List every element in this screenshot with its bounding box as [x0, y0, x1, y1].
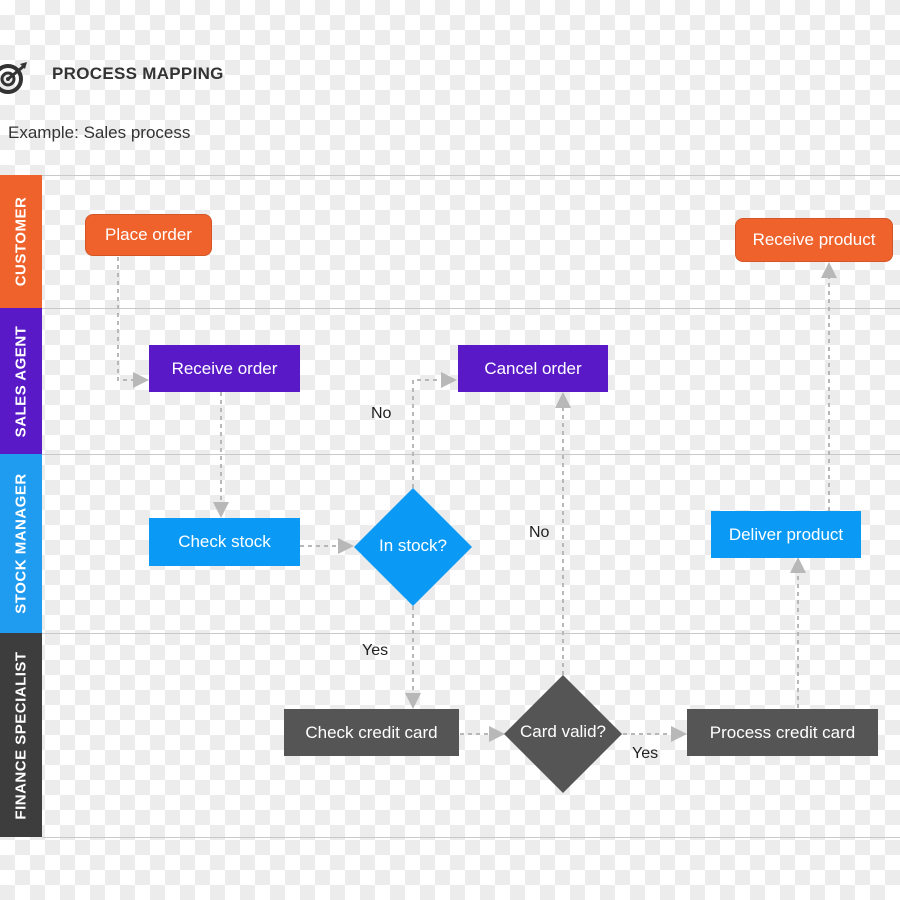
receive-product-node[interactable]: Receive product [735, 218, 893, 262]
connector-in-stock-no-to-cancel [412, 372, 457, 488]
lane-divider [42, 633, 900, 634]
lane-divider [42, 308, 900, 309]
cancel-order-node[interactable]: Cancel order [458, 345, 608, 392]
edge-label-no-stock: No [371, 405, 392, 422]
receive-order-node[interactable]: Receive order [149, 345, 300, 392]
target-icon [0, 62, 27, 94]
lane-divider [42, 837, 900, 838]
in-stock-diamond [354, 488, 472, 606]
edge-label-yes-card: Yes [632, 745, 659, 762]
lane-label-stock-manager: STOCK MANAGER [0, 454, 42, 633]
process-credit-card-node[interactable]: Process credit card [687, 709, 878, 756]
lane-label-finance-specialist: FINANCE SPECIALIST [0, 633, 42, 837]
card-valid-diamond [504, 675, 622, 793]
check-stock-node[interactable]: Check stock [149, 518, 300, 566]
edge-label-yes-stock: Yes [362, 642, 389, 659]
edge-label-no-card: No [529, 524, 550, 541]
deliver-product-node[interactable]: Deliver product [711, 511, 861, 558]
place-order-node[interactable]: Place order [85, 214, 212, 256]
lane-divider [42, 454, 900, 455]
page-subtitle: Example: Sales process [8, 123, 191, 142]
lane-label-sales-agent: SALES AGENT [0, 308, 42, 454]
page-title: PROCESS MAPPING [52, 64, 224, 83]
connector-place-to-receive-order [117, 257, 149, 388]
check-credit-card-node[interactable]: Check credit card [284, 709, 459, 756]
lane-label-customer: CUSTOMER [0, 175, 42, 308]
lane-divider [42, 175, 900, 176]
